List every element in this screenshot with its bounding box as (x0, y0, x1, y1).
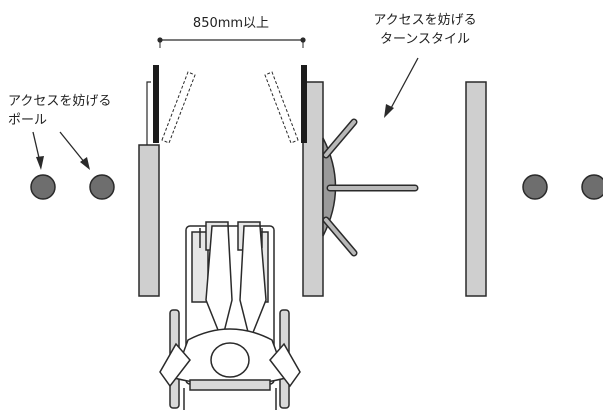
left-gate (138, 65, 196, 297)
left-panel (138, 144, 160, 297)
dimension-indicator: 850mm以上 (157, 16, 306, 48)
poles-label-line-1: アクセスを妨げる (8, 94, 111, 109)
poles-callout: アクセスを妨げる ポール (8, 94, 111, 170)
turnstile-label-line-1: アクセスを妨げる (373, 13, 476, 28)
far-right-panel (465, 81, 487, 297)
right-flap-open-outline (264, 71, 299, 144)
right-gate (264, 65, 419, 297)
left-flap (153, 65, 159, 143)
arrowhead-icon (80, 157, 90, 170)
pole-icon (30, 174, 56, 200)
arrow-icon (389, 57, 419, 111)
turnstile-callout: アクセスを妨げる ターンスタイル (373, 13, 477, 118)
left-flap-open-outline (161, 71, 196, 144)
turnstile-arms (322, 118, 419, 257)
arrowhead-icon (36, 156, 44, 170)
dimension-label: 850mm以上 (193, 16, 269, 31)
poles-label-line-2: ポール (8, 113, 47, 128)
blocking-poles (30, 174, 603, 200)
arrowhead-icon (384, 104, 394, 118)
turnstile-label-line-2: ターンスタイル (380, 32, 470, 47)
wheelchair-user-icon (159, 221, 301, 410)
right-flap (301, 65, 307, 143)
pole-icon (89, 174, 115, 200)
left-panel-bracket (146, 81, 151, 145)
pole-icon (581, 174, 603, 200)
pole-icon (522, 174, 548, 200)
arrow-icon (59, 131, 86, 164)
